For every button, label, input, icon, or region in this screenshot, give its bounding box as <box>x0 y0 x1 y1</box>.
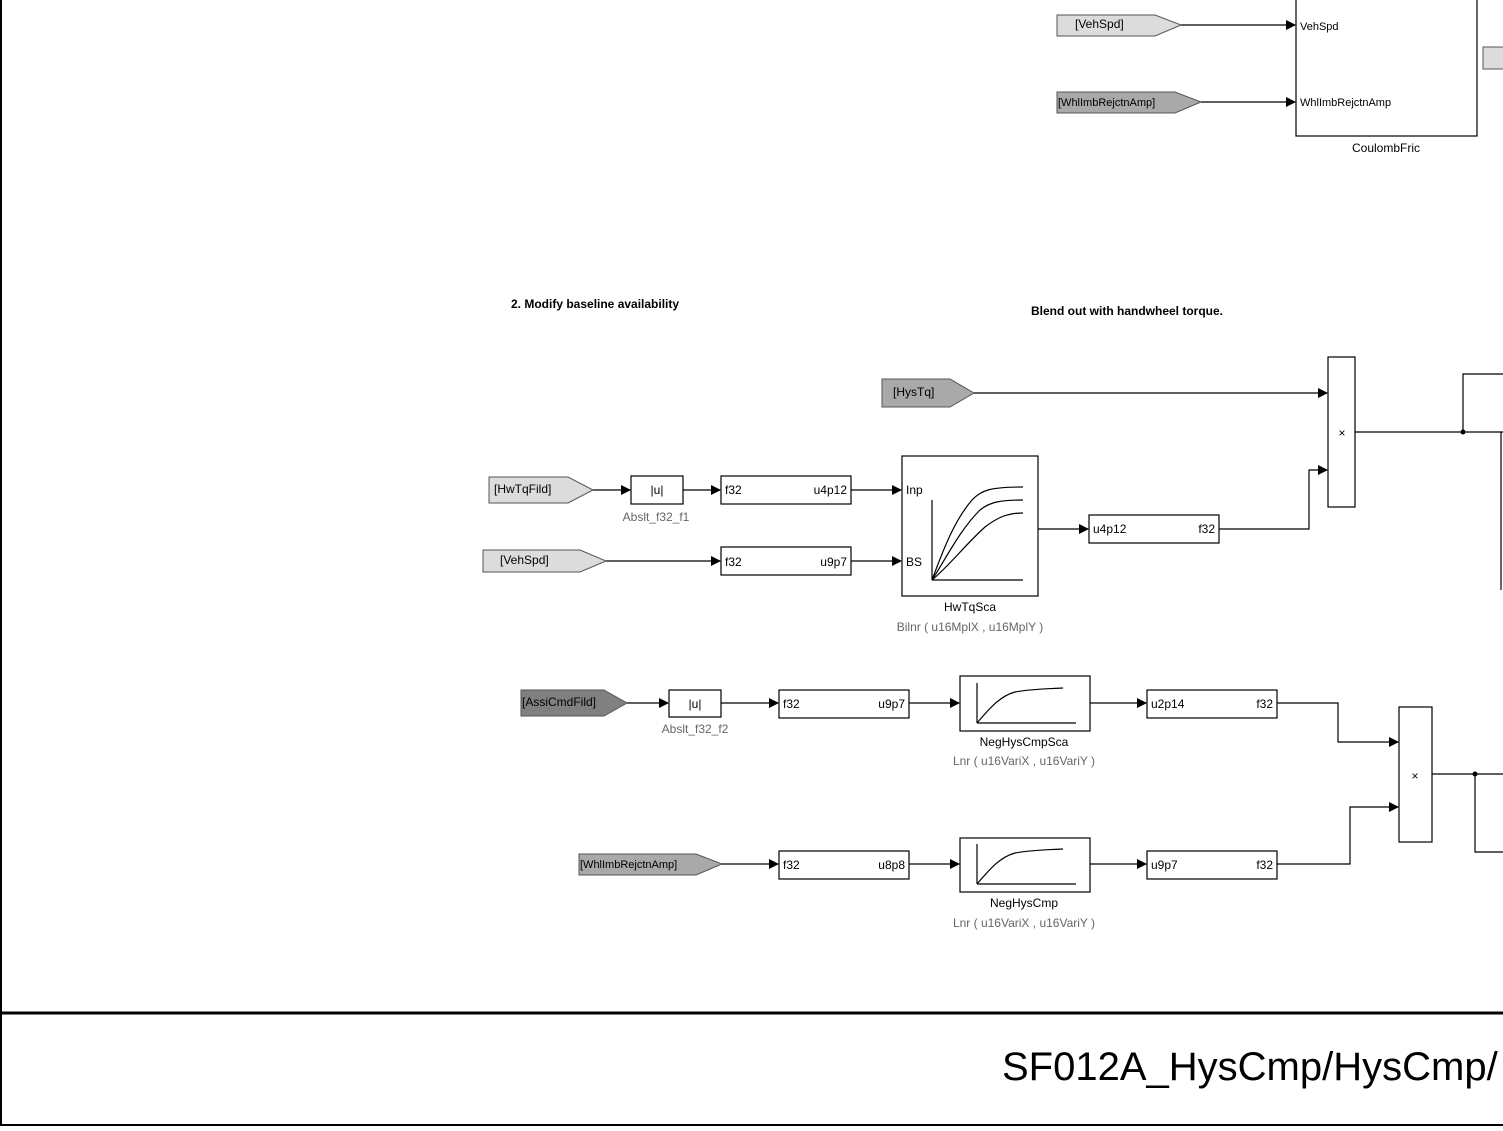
signal-conv3-out[interactable] <box>1219 465 1328 530</box>
partial-tag-right-edge <box>1482 46 1503 70</box>
signal-branch-1[interactable] <box>1462 373 1503 432</box>
blend-note: Blend out with handwheel torque. <box>1031 304 1223 318</box>
abs-block-1-label: Abslt_f32_f1 <box>623 510 690 524</box>
goto-tag-vehspd-top[interactable]: [VehSpd] <box>1056 14 1183 37</box>
svg-text:u4p12: u4p12 <box>814 483 848 497</box>
lookup-1d-curve-icon <box>976 844 1076 885</box>
hwtqsca-label: HwTqSca <box>944 600 996 614</box>
svg-text:u9p7: u9p7 <box>820 555 847 569</box>
signal-branch-2[interactable] <box>1474 774 1503 853</box>
port-inp: Inp <box>906 483 923 497</box>
conversion-block-f32-u9p7-a[interactable]: f32 u9p7 <box>720 546 852 576</box>
goto-tag-whlimb-top[interactable]: [WhlImbRejctnAmp] <box>1056 91 1203 114</box>
conversion-block-f32-u4p12[interactable]: f32 u4p12 <box>720 475 852 505</box>
goto-tag-hystq[interactable]: [HysTq] <box>881 378 975 408</box>
coulombfric-label: CoulombFric <box>1352 141 1420 155</box>
product-block-1[interactable]: × <box>1327 356 1356 508</box>
svg-text:[VehSpd]: [VehSpd] <box>1075 17 1124 31</box>
port-bs: BS <box>906 555 922 569</box>
abs-block-2-label: Abslt_f32_f2 <box>662 722 729 736</box>
conversion-block-u4p12-f32[interactable]: u4p12 f32 <box>1088 514 1220 544</box>
neghyscmpsca-label: NegHysCmpSca <box>980 735 1069 749</box>
neghyscmp-lookup-block[interactable] <box>959 837 1091 893</box>
goto-tag-hwtqfild[interactable]: [HwTqFild] <box>488 476 595 504</box>
conversion-block-f32-u8p8[interactable]: f32 u8p8 <box>778 850 910 880</box>
svg-text:u8p8: u8p8 <box>878 858 905 872</box>
svg-text:f32: f32 <box>783 697 800 711</box>
goto-tag-assicmdfild[interactable]: [AssiCmdFild] <box>520 689 629 717</box>
svg-text:[WhlImbRejctnAmp]: [WhlImbRejctnAmp] <box>580 859 677 871</box>
svg-text:f32: f32 <box>725 555 742 569</box>
section-heading: 2. Modify baseline availability <box>511 297 679 311</box>
svg-text:[WhlImbRejctnAmp]: [WhlImbRejctnAmp] <box>1058 97 1155 109</box>
svg-text:u9p7: u9p7 <box>1151 858 1178 872</box>
neghyscmpsca-lookup-block[interactable] <box>959 675 1091 732</box>
coulombfric-block[interactable]: VehSpd WhlImbRejctnAmp <box>1295 0 1478 137</box>
neghyscmpsca-subtitle: Lnr ( u16VariX , u16VariY ) <box>953 754 1095 768</box>
neghyscmp-subtitle: Lnr ( u16VariX , u16VariY ) <box>953 916 1095 930</box>
port-vehspd: VehSpd <box>1300 21 1339 33</box>
svg-text:f32: f32 <box>725 483 742 497</box>
product-block-2[interactable]: × <box>1398 706 1433 843</box>
port-whlimbrejctnamp: WhlImbRejctnAmp <box>1300 97 1391 109</box>
hwtqsca-lookup-block[interactable]: Inp BS <box>901 455 1039 597</box>
svg-text:×: × <box>1338 426 1345 440</box>
hwtqsca-subtitle: Bilnr ( u16MplX , u16MplY ) <box>897 620 1044 634</box>
svg-text:u2p14: u2p14 <box>1151 697 1185 711</box>
conversion-block-f32-u9p7-b[interactable]: f32 u9p7 <box>778 689 910 719</box>
svg-text:[HwTqFild]: [HwTqFild] <box>494 482 551 496</box>
svg-text:f32: f32 <box>1256 697 1273 711</box>
goto-tag-vehspd-mid[interactable]: [VehSpd] <box>482 549 608 573</box>
model-path-title: SF012A_HysCmp/HysCmp/ <box>1002 1045 1499 1089</box>
svg-text:[HysTq]: [HysTq] <box>893 385 934 399</box>
svg-text:×: × <box>1411 769 1418 783</box>
abs-block-2[interactable]: |u| <box>668 689 722 718</box>
svg-text:u9p7: u9p7 <box>878 697 905 711</box>
signal-conv5-out[interactable] <box>1277 702 1399 747</box>
abs-block-1[interactable]: |u| <box>630 475 684 505</box>
goto-tag-whlimb-bot[interactable]: [WhlImbRejctnAmp] <box>578 853 724 876</box>
signal-conv7-out[interactable] <box>1277 802 1399 865</box>
svg-text:|u|: |u| <box>689 697 702 711</box>
lookup-2d-curve-icon <box>931 486 1024 581</box>
svg-text:f32: f32 <box>1198 522 1215 536</box>
conversion-block-u2p14-f32[interactable]: u2p14 f32 <box>1146 689 1278 719</box>
svg-text:|u|: |u| <box>651 483 664 497</box>
svg-text:f32: f32 <box>783 858 800 872</box>
svg-text:[VehSpd]: [VehSpd] <box>500 553 549 567</box>
svg-text:u4p12: u4p12 <box>1093 522 1127 536</box>
neghyscmp-label: NegHysCmp <box>990 896 1058 910</box>
svg-text:f32: f32 <box>1256 858 1273 872</box>
conversion-block-u9p7-f32[interactable]: u9p7 f32 <box>1146 850 1278 880</box>
lookup-1d-curve-icon <box>976 683 1076 724</box>
svg-text:[AssiCmdFild]: [AssiCmdFild] <box>522 695 596 709</box>
